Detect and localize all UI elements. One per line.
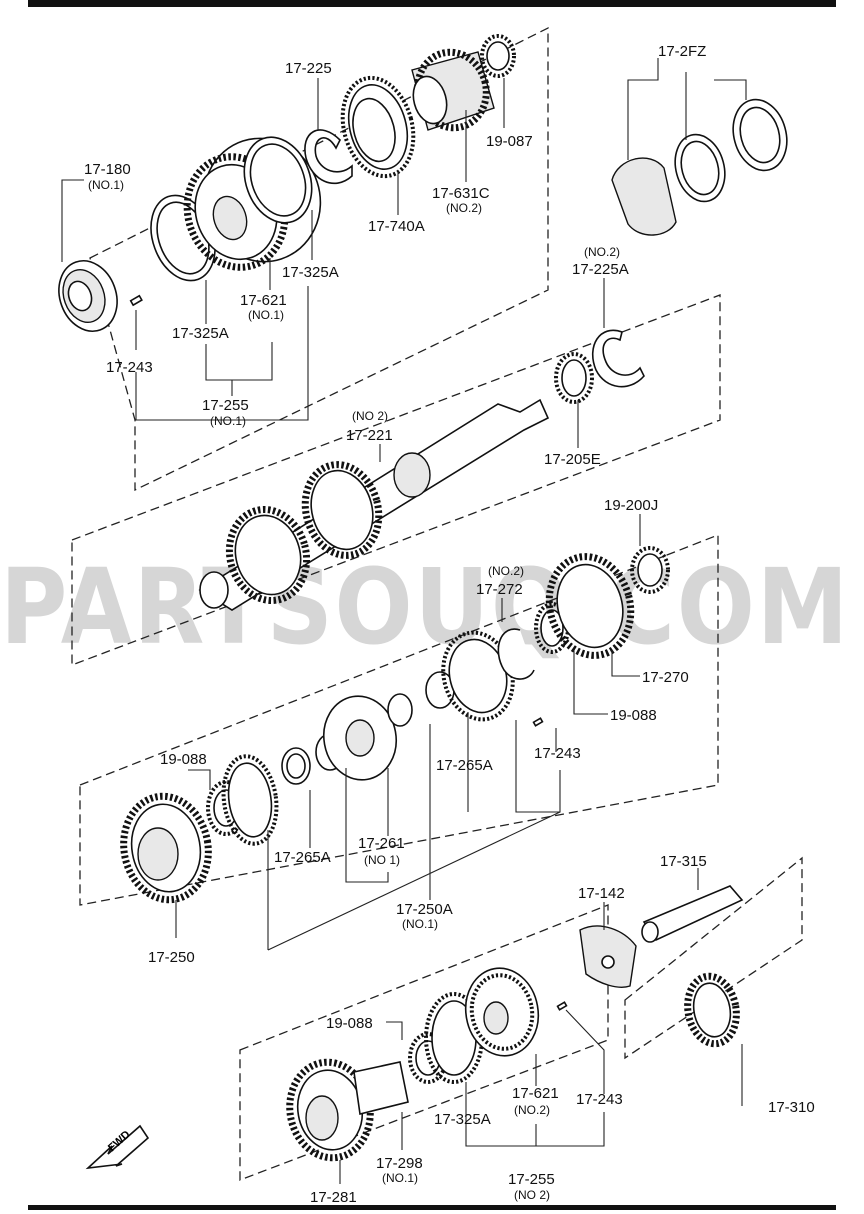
label-19-088-mid-right: 19-088 — [610, 707, 657, 724]
label-17-250a: 17-250A — [396, 901, 453, 918]
label-17-265a-left: 17-265A — [274, 849, 331, 866]
label-17-621-bot-no: (NO.2) — [514, 1103, 550, 1117]
snap-ring-17-225 — [304, 129, 353, 185]
label-17-180: 17-180 — [84, 161, 131, 178]
label-17-315: 17-315 — [660, 853, 707, 870]
hub-17-261-no1 — [323, 695, 397, 781]
group-outline-bottom — [239, 904, 609, 1181]
label-17-180-no: (NO.1) — [88, 178, 124, 192]
key-17-243-bot — [556, 1001, 568, 1011]
label-17-281: 17-281 — [310, 1189, 357, 1206]
bottom-border-bar — [28, 1205, 836, 1210]
label-17-243-mid: 17-243 — [534, 745, 581, 762]
gear-17-621-no2 — [464, 967, 540, 1057]
group-outline-shaft — [71, 294, 721, 666]
label-17-255-bot-no: (NO 2) — [514, 1188, 550, 1202]
bearing-17-180 — [58, 260, 118, 332]
pin-17-315 — [641, 885, 744, 943]
label-17-310: 17-310 — [768, 1099, 815, 1116]
label-17-142: 17-142 — [578, 885, 625, 902]
label-17-272: 17-272 — [476, 581, 523, 598]
synchro-ring-17-265a-left — [281, 747, 311, 785]
gear-ring-17-740a — [340, 75, 416, 179]
sleeve-17-298 — [353, 1061, 409, 1115]
part-labels: 17-225 17-2FZ 17-180 (NO.1) 19-087 17-63… — [84, 43, 815, 1206]
label-19-088-bot: 19-088 — [326, 1015, 373, 1032]
snap-ring-17-225a — [591, 329, 645, 388]
needle-bearing-19-087 — [480, 34, 516, 78]
snap-ring-17-272 — [497, 628, 535, 680]
label-17-621-top: 17-621 — [240, 292, 287, 309]
label-17-221-no: (NO 2) — [352, 409, 388, 423]
ring-set-17-2fz — [611, 98, 788, 236]
label-17-225a-no: (NO.2) — [584, 245, 620, 259]
shift-block-17-142 — [579, 925, 637, 988]
label-17-261: 17-261 — [358, 835, 405, 852]
label-17-225: 17-225 — [285, 60, 332, 77]
key-17-243-top — [129, 294, 143, 307]
label-17-250a-no: (NO.1) — [402, 917, 438, 931]
group-outline-middle — [79, 534, 719, 906]
label-19-087: 19-087 — [486, 133, 533, 150]
ring-17-325a-right — [243, 136, 313, 224]
label-17-2fz: 17-2FZ — [658, 43, 706, 60]
label-17-325a-left: 17-325A — [172, 325, 229, 342]
label-17-265a-right: 17-265A — [436, 757, 493, 774]
label-17-243-bot: 17-243 — [576, 1091, 623, 1108]
leader-lines — [61, 58, 747, 1184]
label-17-255-bot: 17-255 — [508, 1171, 555, 1188]
ring-17-250a-gear — [221, 754, 279, 846]
gear-17-270 — [545, 553, 635, 659]
label-17-255-top-no: (NO.1) — [210, 414, 246, 428]
gear-17-250 — [120, 792, 212, 904]
label-17-221: 17-221 — [346, 427, 393, 444]
label-17-631c-no: (NO.2) — [446, 201, 482, 215]
group-outline-right — [624, 856, 803, 1060]
label-17-325a-top: 17-325A — [282, 264, 339, 281]
label-17-621-bot: 17-621 — [512, 1085, 559, 1102]
label-19-200j: 19-200J — [604, 497, 658, 514]
countershaft-17-221 — [198, 398, 550, 611]
label-19-088-mid-left: 19-088 — [160, 751, 207, 768]
label-17-255-top: 17-255 — [202, 397, 249, 414]
label-17-298-no: (NO.1) — [382, 1171, 418, 1185]
label-17-621-top-no: (NO.1) — [248, 308, 284, 322]
label-17-631c: 17-631C — [432, 185, 490, 202]
label-17-261-no: (NO 1) — [364, 853, 400, 867]
label-17-250: 17-250 — [148, 949, 195, 966]
key-17-243-mid — [532, 717, 544, 727]
bearing-19-200j — [630, 546, 670, 594]
label-17-272-no: (NO.2) — [488, 564, 524, 578]
bearing-17-205e — [554, 352, 594, 404]
gear-17-631c — [411, 48, 495, 132]
label-17-740a: 17-740A — [368, 218, 425, 235]
top-border-bar — [28, 0, 836, 7]
label-17-325a-bot: 17-325A — [434, 1111, 491, 1128]
watermark-text: PARTSOUQ.COM — [0, 546, 850, 668]
label-17-205e: 17-205E — [544, 451, 601, 468]
gear-17-310 — [684, 972, 740, 1048]
forward-direction-arrow: FWD — [85, 1124, 150, 1170]
label-17-225a: 17-225A — [572, 261, 629, 278]
label-17-243-top: 17-243 — [106, 359, 153, 376]
label-17-270: 17-270 — [642, 669, 689, 686]
label-17-298: 17-298 — [376, 1155, 423, 1172]
